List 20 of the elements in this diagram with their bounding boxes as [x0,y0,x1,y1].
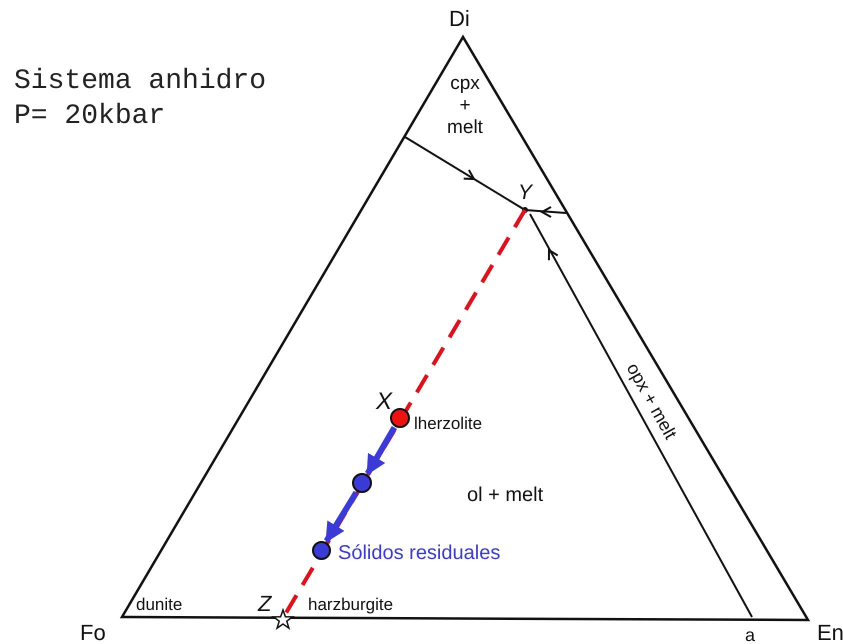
title: Sistema anhidro P= 20kbar [14,65,268,134]
vertex-label: En [817,622,843,644]
rock-label: lherzolite [414,415,482,432]
vertex-label: Fo [80,622,106,644]
rock-label: dunite [136,596,182,613]
point-label: Y [518,182,532,203]
phase-field-label: opx + melt [624,360,680,442]
phase-field-label: cpx + melt [446,73,484,139]
arrow [365,426,397,476]
point-label: Z [258,593,272,615]
annotation-label: Sólidos residuales [338,543,500,563]
rock-label: harzburgite [308,596,394,613]
data-point-marker [352,473,372,493]
phase-field-label: ol + melt [467,485,544,505]
arrow [324,490,359,543]
vertex-label: Di [449,8,470,30]
data-point-marker [390,408,410,428]
vertex-label: a [745,626,756,644]
data-point-marker [312,540,330,560]
point-label: X [376,390,392,414]
